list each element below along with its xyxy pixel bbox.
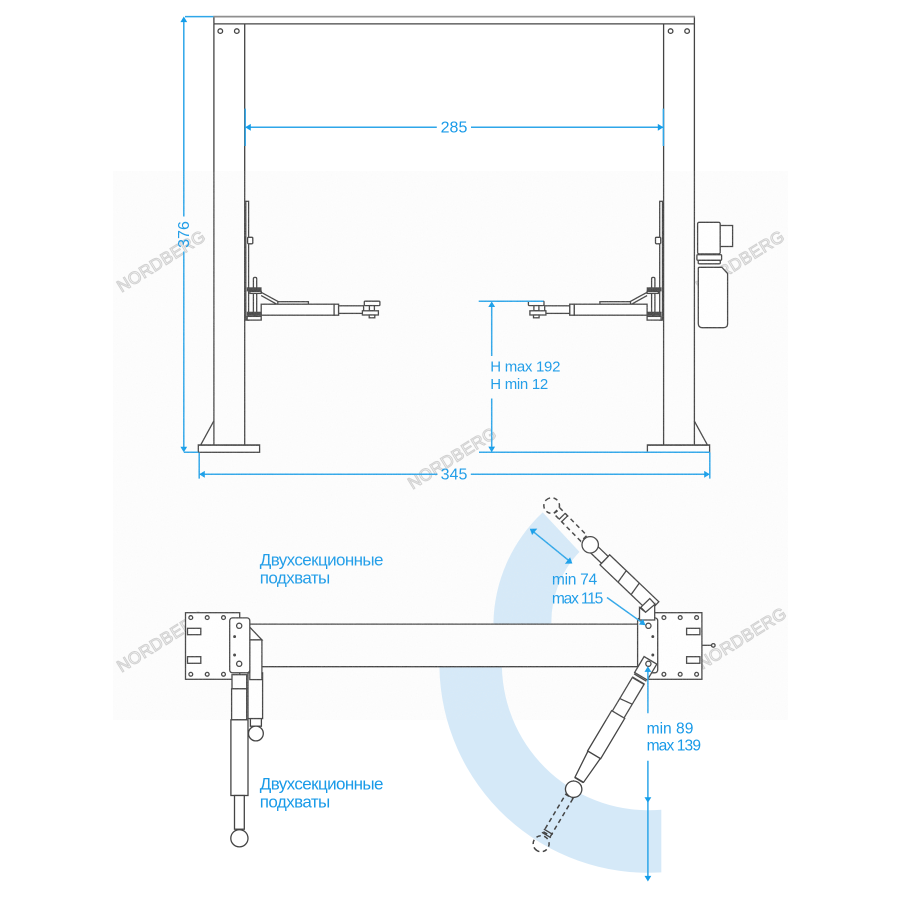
svg-text:285: 285 — [441, 120, 468, 137]
svg-text:Двухсекционные: Двухсекционные — [260, 775, 383, 794]
svg-text:max 139: max 139 — [647, 738, 701, 755]
svg-text:подхваты: подхваты — [260, 793, 330, 812]
svg-text:min 89: min 89 — [647, 721, 694, 738]
